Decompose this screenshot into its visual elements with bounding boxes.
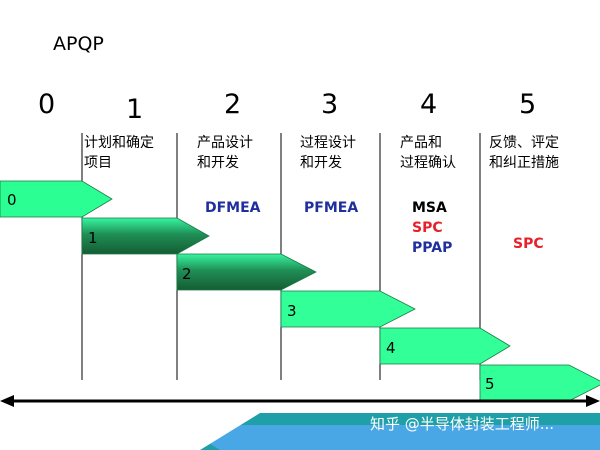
phase-2-number: 2 [224, 89, 242, 120]
phase-3-number: 3 [321, 89, 339, 120]
tool-msa: MSA [412, 200, 447, 216]
bottom-band-blue [180, 425, 600, 450]
step-label-1: 1 [88, 229, 98, 247]
phase-4-name: 产品和 过程确认 [400, 135, 456, 171]
phase-1-name: 计划和确定 项目 [84, 135, 154, 171]
tool-ppap: PPAP [412, 240, 453, 256]
tool-pfmea: PFMEA [304, 200, 359, 216]
bottom-band-white [0, 413, 260, 450]
phase-4-number: 4 [420, 89, 438, 120]
watermark: 知乎 @半导体封装工程师... [370, 415, 555, 433]
timeline-arrow [0, 395, 600, 407]
phase-0-number: 0 [38, 89, 56, 120]
step-label-2: 2 [182, 265, 192, 283]
step-arrow-2 [176, 253, 317, 291]
step-arrow-1 [81, 217, 210, 255]
step-arrow-4 [379, 327, 511, 365]
phase-1-number: 1 [126, 94, 144, 125]
step-label-3: 3 [287, 302, 297, 320]
step-label-4: 4 [386, 339, 396, 357]
step-label-5: 5 [485, 375, 495, 393]
step-arrows [0, 180, 600, 402]
tool-spc-phase4: SPC [412, 220, 443, 236]
tool-spc-phase5: SPC [513, 236, 544, 252]
diagram-title: APQP [53, 33, 104, 55]
phase-5-name: 反馈、评定 和纠正措施 [489, 135, 559, 171]
phase-3-name: 过程设计 和开发 [300, 135, 356, 171]
phase-2-name: 产品设计 和开发 [197, 135, 253, 171]
step-arrow-3 [280, 290, 416, 328]
phase-5-number: 5 [519, 89, 537, 120]
step-arrow-0 [0, 180, 113, 218]
tool-dfmea: DFMEA [205, 200, 261, 216]
step-label-0: 0 [7, 191, 17, 209]
step-arrow-5 [479, 364, 600, 402]
